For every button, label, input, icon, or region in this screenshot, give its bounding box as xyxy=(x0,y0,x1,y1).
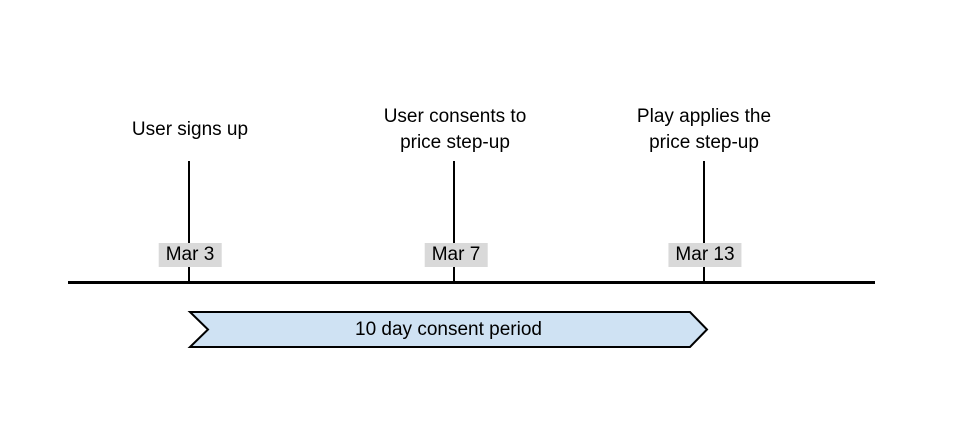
milestone-title-user-consents: User consents to price step-up xyxy=(383,106,527,153)
date-label-mar-7: Mar 7 xyxy=(424,243,488,267)
consent-period-banner-shape xyxy=(187,311,709,348)
chevron-banner-polygon xyxy=(187,311,709,348)
timeline-axis xyxy=(68,281,875,284)
milestone-title-play-applies: Play applies the price step-up xyxy=(636,106,772,153)
milestone-tick-mar-7 xyxy=(453,161,455,284)
date-label-mar-3: Mar 3 xyxy=(158,243,222,267)
milestone-tick-mar-3 xyxy=(188,161,190,284)
milestone-tick-mar-13 xyxy=(703,161,705,284)
milestone-title-user-signs-up: User signs up xyxy=(131,119,249,140)
date-label-mar-13: Mar 13 xyxy=(668,243,742,267)
consent-period-banner-label: 10 day consent period xyxy=(355,318,542,340)
